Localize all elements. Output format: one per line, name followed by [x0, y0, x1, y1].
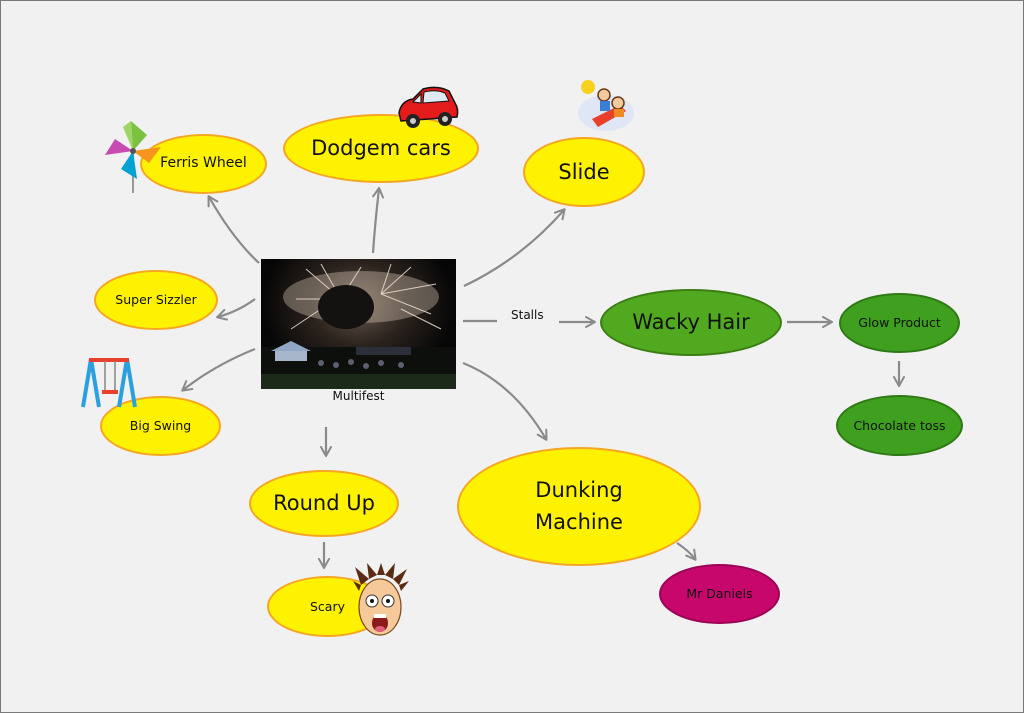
node-big-swing[interactable]: Big Swing: [100, 396, 221, 456]
arrow-to-slide: [463, 208, 566, 287]
node-wacky-hair[interactable]: Wacky Hair: [600, 289, 782, 356]
node-label: Round Up: [273, 491, 375, 516]
arrow-to-mr-daniels: [676, 542, 697, 561]
node-round-up[interactable]: Round Up: [249, 470, 399, 537]
node-label: Scary: [309, 598, 345, 614]
arrow-to-dunking-machine: [462, 361, 548, 441]
arrow-to-super-sizzler: [216, 298, 256, 321]
node-label: Super Sizzler: [115, 292, 197, 308]
node-label: Dodgem cars: [311, 136, 451, 161]
node-label: Chocolate toss: [853, 417, 946, 433]
node-mr-daniels[interactable]: Mr Daniels: [659, 564, 780, 624]
node-label: Mr Daniels: [686, 586, 753, 602]
edge-label-stalls: Stalls: [511, 308, 544, 322]
node-label: Ferris Wheel: [160, 155, 247, 172]
node-glow-product[interactable]: Glow Product: [839, 293, 960, 353]
arrow-to-dodgem-cars: [371, 187, 385, 254]
arrow-to-big-swing: [181, 347, 256, 392]
swing-set-icon: [81, 358, 137, 408]
node-super-sizzler[interactable]: Super Sizzler: [94, 270, 218, 330]
pinwheel-icon: [105, 121, 161, 193]
node-ferris-wheel[interactable]: Ferris Wheel: [140, 134, 267, 194]
node-label: Big Swing: [129, 418, 192, 434]
node-label: Glow Product: [858, 315, 941, 331]
node-slide[interactable]: Slide: [523, 137, 645, 207]
children-slide-icon: [578, 80, 634, 131]
node-label: Slide: [558, 159, 610, 184]
center-label: Multifest: [332, 389, 385, 403]
node-chocolate-toss[interactable]: Chocolate toss: [836, 395, 963, 456]
node-dunking-machine[interactable]: Dunking Machine: [457, 447, 701, 566]
arrow-to-ferris-wheel: [207, 195, 260, 264]
multifest-fireworks-photo: [261, 259, 456, 389]
node-label: Wacky Hair: [632, 310, 750, 335]
scared-face-icon: [353, 563, 409, 636]
fireworks-image: [261, 263, 456, 389]
red-car-icon: [398, 86, 459, 128]
node-label: Dunking Machine: [535, 478, 623, 534]
